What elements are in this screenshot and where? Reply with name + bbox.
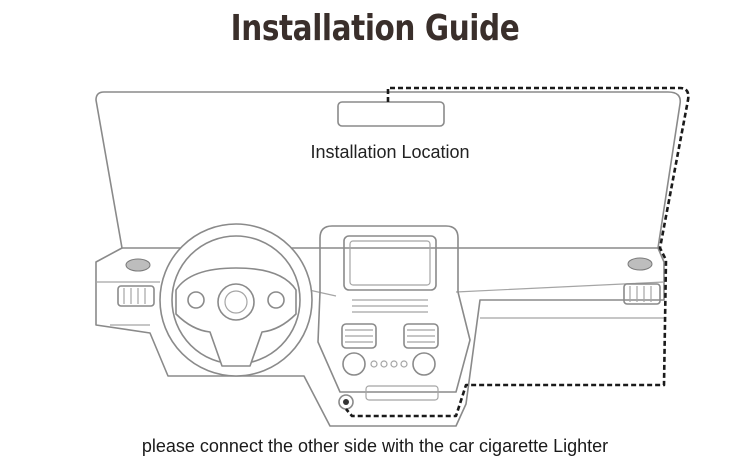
climate-knob-right — [412, 352, 436, 376]
infotainment-screen-inner — [349, 240, 431, 286]
climate-buttons — [370, 360, 408, 368]
center-console — [317, 225, 471, 393]
right-side-vent — [623, 283, 661, 305]
center-vent-right — [403, 323, 439, 349]
dashboard-lower-line — [110, 317, 664, 326]
rearview-mirror-icon — [337, 101, 445, 127]
steering-wheel-icon — [159, 223, 313, 377]
page-title: Installation Guide — [230, 8, 520, 49]
climate-knob-left — [342, 352, 366, 376]
left-speaker-icon — [125, 258, 151, 272]
connection-caption: please connect the other side with the c… — [141, 436, 609, 456]
dashboard-body — [95, 247, 665, 427]
storage-tray — [365, 385, 439, 401]
center-vent-left — [341, 323, 377, 349]
console-slots — [352, 299, 428, 313]
cigarette-lighter-socket-icon — [338, 394, 354, 410]
dashed-cable-icon — [345, 86, 690, 418]
installation-location-label: Installation Location — [310, 142, 470, 162]
left-side-vent — [117, 285, 155, 307]
right-speaker-icon — [627, 257, 653, 271]
windshield — [95, 91, 682, 249]
infotainment-screen — [343, 235, 437, 291]
